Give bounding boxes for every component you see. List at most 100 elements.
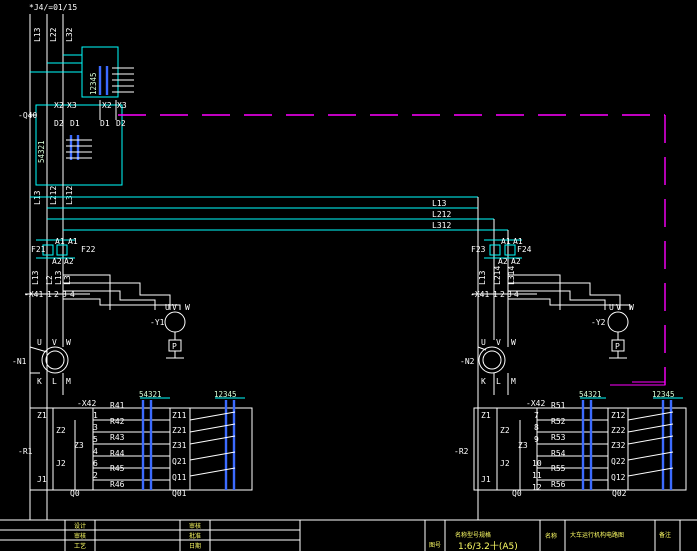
left-drive	[25, 239, 253, 491]
left-digits-l: 54321	[139, 390, 162, 399]
right-r52: R52	[551, 417, 566, 426]
tb-review-label: 审核	[189, 522, 201, 530]
tb-process-label: 工艺	[74, 542, 86, 550]
left-terminal-3: 3	[62, 290, 67, 299]
left-wire-l2: L2	[45, 275, 54, 285]
wire-label-l32: L32	[65, 27, 74, 42]
left-j2: J2	[56, 459, 66, 468]
left-fuse-f22: F22	[81, 245, 96, 254]
left-motor-u: U	[37, 338, 42, 347]
switch-d2-right: D2	[116, 119, 126, 128]
left-resistor-label: -R1	[18, 447, 33, 456]
right-pin-8: 8	[534, 423, 539, 432]
right-a1-2: A1	[513, 237, 523, 246]
left-wire-l3: L3	[63, 275, 72, 285]
left-terminal-1: 1	[47, 290, 52, 299]
right-motor-m: M	[511, 377, 516, 386]
bus-lines	[30, 196, 509, 520]
left-pin-1: 1	[93, 411, 98, 420]
left-r46: R46	[110, 480, 125, 489]
switch-x2-right: X2	[102, 101, 112, 110]
right-brake-p: P	[615, 342, 620, 351]
left-main-motor-label: -N1	[12, 357, 27, 366]
right-motor-u: U	[481, 338, 486, 347]
right-wire-l214: L214	[493, 266, 502, 285]
right-q02: Q02	[612, 489, 627, 498]
right-terminal-3: 3	[507, 290, 512, 299]
left-q21: Q21	[172, 457, 187, 466]
right-pin-9: 9	[534, 435, 539, 444]
left-r45: R45	[110, 464, 125, 473]
sheet-reference: *J4/=01/15	[29, 3, 77, 12]
right-fuse-f23: F23	[471, 245, 486, 254]
right-z1: Z1	[481, 411, 491, 420]
wire-label-mid-2: L212	[49, 186, 58, 205]
right-resistor-label: -R2	[454, 447, 469, 456]
right-terminal-2: 2	[500, 290, 505, 299]
left-small-v: V	[172, 303, 177, 312]
left-motor-k: K	[37, 377, 42, 386]
bus-label-3: L312	[432, 221, 451, 230]
right-main-motor-label: -N2	[460, 357, 475, 366]
right-digits-l: 54321	[579, 390, 602, 399]
right-r56: R56	[551, 480, 566, 489]
title-block	[0, 519, 697, 551]
left-motor-w: W	[66, 338, 71, 347]
left-r42: R42	[110, 417, 125, 426]
right-pin-7: 7	[534, 411, 539, 420]
top-terminal-block	[30, 46, 134, 98]
left-motor-m: M	[66, 377, 71, 386]
wire-label-mid-3: L312	[65, 186, 74, 205]
right-panel-x42: -X42	[526, 399, 545, 408]
right-drive	[472, 239, 687, 491]
right-digits-r: 12345	[652, 390, 675, 399]
right-terminal-1: 1	[493, 290, 498, 299]
switch-d1-left: D1	[70, 119, 80, 128]
right-r54: R54	[551, 449, 566, 458]
tb-date-label: 日期	[189, 542, 201, 550]
left-r44: R44	[110, 449, 125, 458]
switch-digits: 54321	[37, 140, 46, 163]
right-small-v: V	[616, 303, 621, 312]
right-pin-10: 10	[532, 459, 542, 468]
wire-label-l22: L22	[49, 27, 58, 42]
left-a1-1: A1	[55, 237, 65, 246]
tb-scale: 1:6/3.2十(A5)	[458, 540, 518, 551]
tb-approve-label: 批准	[189, 532, 201, 540]
right-motor-l: L	[496, 377, 501, 386]
tb-check-label: 审核	[74, 532, 86, 540]
left-panel-x42: -X42	[77, 399, 96, 408]
wire-label-l13: L13	[33, 27, 42, 42]
right-j1: J1	[481, 475, 491, 484]
left-brake-p: P	[172, 342, 177, 351]
left-q01: Q01	[172, 489, 187, 498]
main-switch-q40	[30, 100, 123, 186]
left-a1-2: A1	[68, 237, 78, 246]
right-motor-v: V	[496, 338, 501, 347]
left-small-w: W	[185, 303, 190, 312]
tb-name-label: 名称	[545, 532, 557, 540]
right-wire-l13: L13	[478, 270, 487, 285]
right-a2-2: A2	[511, 257, 521, 266]
bus-label-1: L13	[432, 199, 447, 208]
left-z21: Z21	[172, 426, 187, 435]
left-z31: Z31	[172, 441, 187, 450]
right-r53: R53	[551, 433, 566, 442]
left-z2: Z2	[56, 426, 66, 435]
left-wire-l13: L13	[31, 270, 40, 285]
left-z3: Z3	[74, 441, 84, 450]
bus-label-2: L212	[432, 210, 451, 219]
right-motor-w: W	[511, 338, 516, 347]
switch-x3-right: X3	[117, 101, 127, 110]
right-r51: R51	[551, 401, 566, 410]
left-motor-l: L	[52, 377, 57, 386]
tb-design-label: 设计	[74, 522, 86, 530]
switch-d2-left: D2	[54, 119, 64, 128]
tb-title: 大车运行机构电路图	[570, 531, 624, 539]
right-terminal-x41: -X41	[470, 290, 489, 299]
left-motor-v: V	[52, 338, 57, 347]
left-a2-1: A2	[52, 257, 62, 266]
left-z1: Z1	[37, 411, 47, 420]
boundary-dashed	[118, 114, 666, 386]
right-j2: J2	[500, 459, 510, 468]
